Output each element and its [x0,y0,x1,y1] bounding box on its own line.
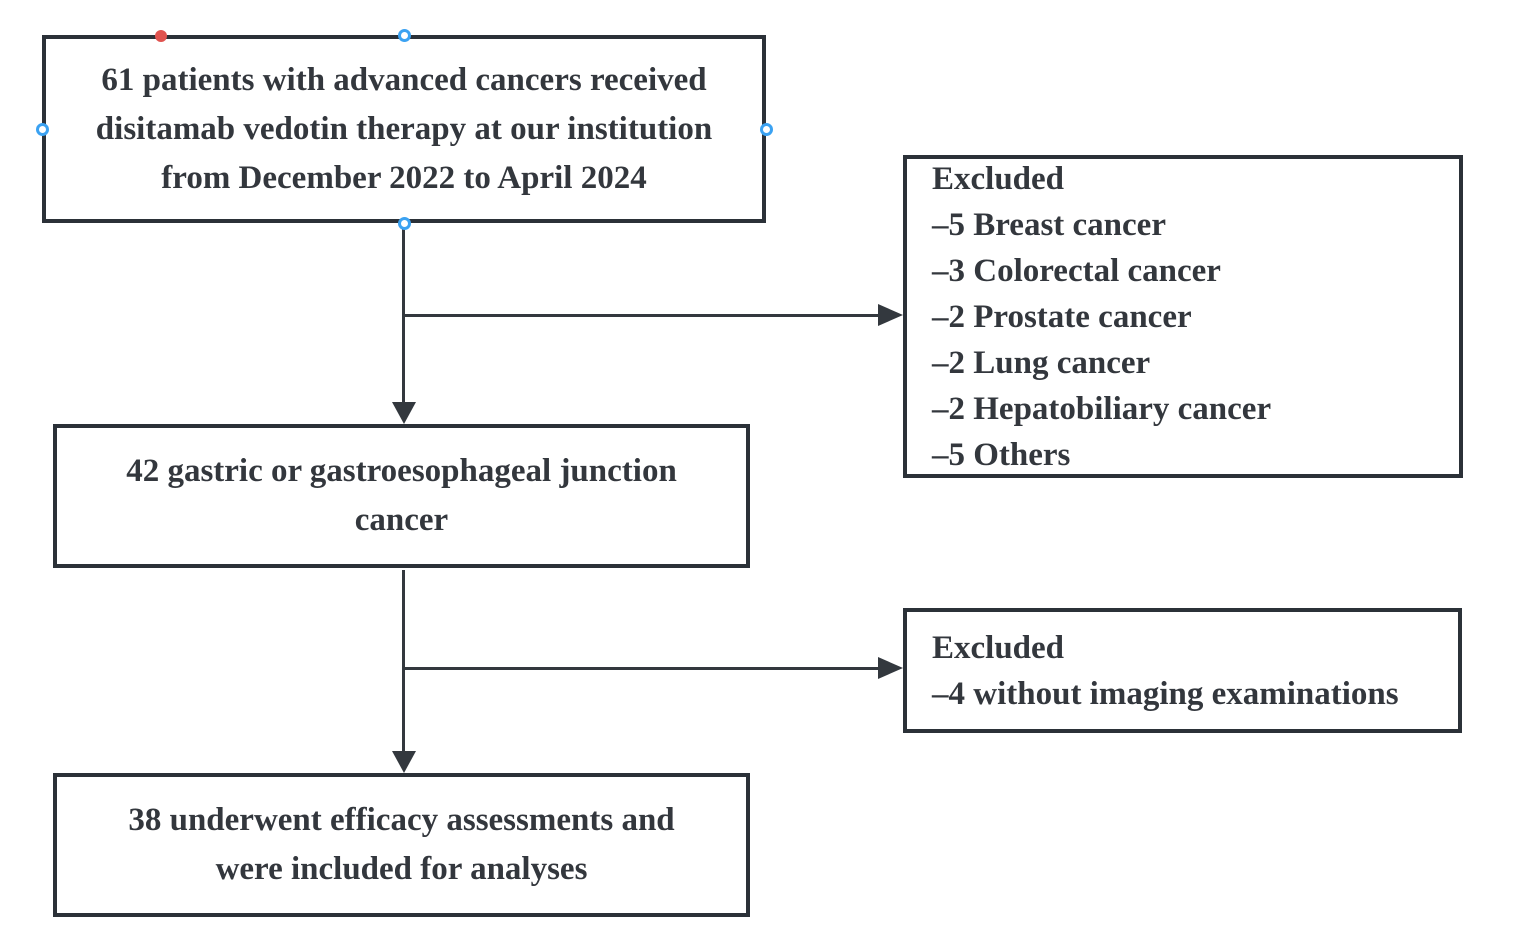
selection-handle-top-icon[interactable] [398,29,411,42]
box-gastric-gej-cancer[interactable]: 42 gastric or gastroesophageal junction … [53,424,750,568]
anchor-point-marker-icon[interactable] [155,30,167,42]
box-excluded-other-cancers[interactable]: Excluded –5 Breast cancer –3 Colorectal … [903,155,1463,478]
excluded-2-item: –4 without imaging examinations [932,675,1399,712]
box-enrolled-patients-line: 61 patients with advanced cancers receiv… [101,61,707,98]
box-excluded-no-imaging[interactable]: Excluded –4 without imaging examinations [903,608,1462,733]
excluded-1-title: Excluded [932,160,1065,197]
excluded-1-item: –2 Hepatobiliary cancer [932,390,1272,427]
excluded-1-item: –5 Breast cancer [932,206,1166,243]
excluded-1-item: –5 Others [932,436,1071,473]
box-final-line: 38 underwent efficacy assessments and [128,802,675,838]
box-gastric-line: 42 gastric or gastroesophageal junction [126,453,677,489]
excluded-1-item: –2 Prostate cancer [932,298,1192,335]
arrowhead-right-2-icon [878,657,903,679]
box-enrolled-patients[interactable]: 61 patients with advanced cancers receiv… [42,35,766,223]
box-final-line: were included for analyses [215,851,588,887]
box-gastric-line: cancer [354,502,449,538]
excluded-1-item: –2 Lung cancer [932,344,1151,381]
box-included-analyses[interactable]: 38 underwent efficacy assessments and we… [53,773,750,917]
box-enrolled-patients-line: from December 2022 to April 2024 [161,159,647,196]
arrow-branch-1-shaft[interactable] [404,314,880,317]
arrow-down-2-shaft[interactable] [402,570,405,754]
arrow-down-1-shaft[interactable] [402,225,405,405]
selection-handle-left-icon[interactable] [36,123,49,136]
selection-handle-right-icon[interactable] [760,123,773,136]
arrowhead-right-1-icon [878,304,903,326]
box-enrolled-patients-line: disitamab vedotin therapy at our institu… [95,110,713,147]
arrowhead-down-2-icon [392,751,416,773]
selection-handle-bottom-icon[interactable] [398,217,411,230]
excluded-1-item: –3 Colorectal cancer [932,252,1221,289]
excluded-2-title: Excluded [932,629,1065,666]
arrow-branch-2-shaft[interactable] [404,667,880,670]
arrowhead-down-1-icon [392,402,416,424]
